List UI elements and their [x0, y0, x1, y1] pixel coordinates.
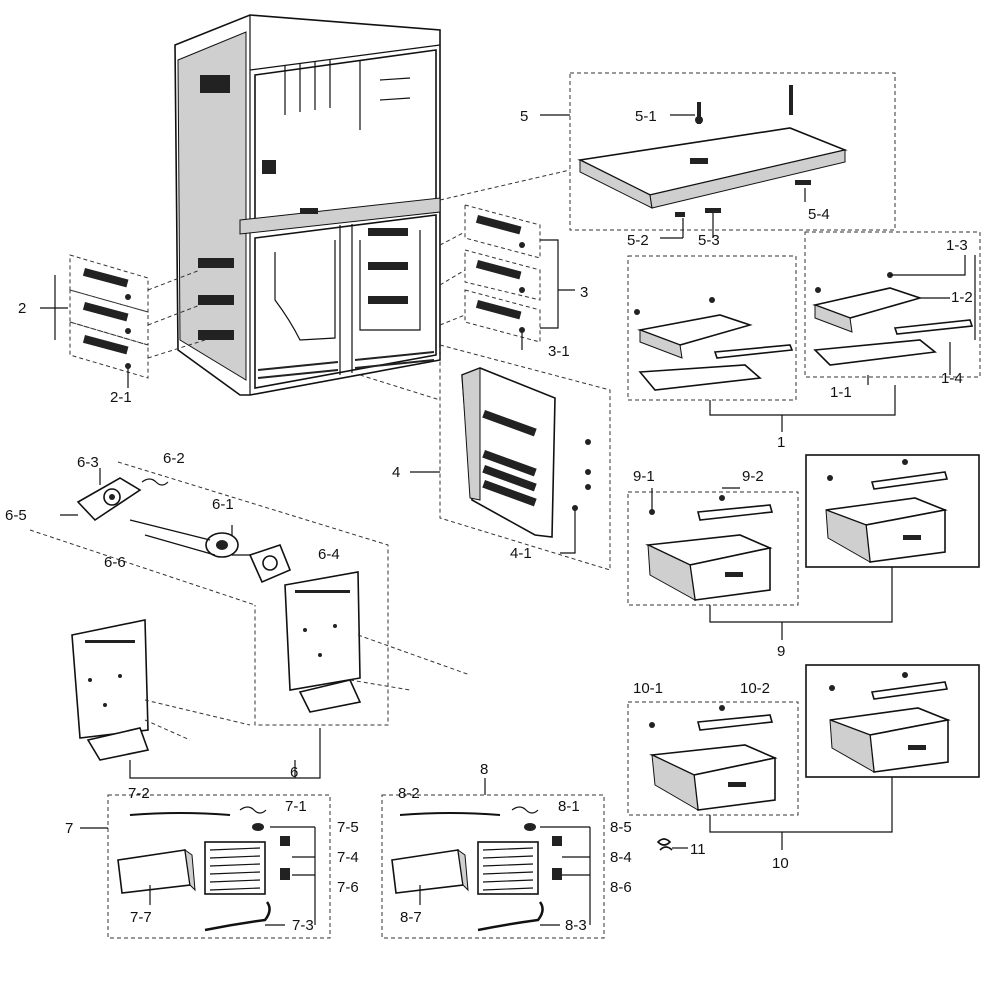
label-6-6: 6-6	[104, 554, 126, 571]
label-9: 9	[777, 643, 785, 660]
label-8-6: 8-6	[610, 879, 632, 896]
label-9-2: 9-2	[742, 468, 764, 485]
rail-group-2	[40, 254, 206, 388]
label-3: 3	[580, 284, 588, 301]
label-9-1: 9-1	[633, 468, 655, 485]
label-6-4: 6-4	[318, 546, 340, 563]
label-7-1: 7-1	[285, 798, 307, 815]
label-5-2: 5-2	[627, 232, 649, 249]
label-10: 10	[772, 855, 789, 872]
label-7-6: 7-6	[337, 879, 359, 896]
shelf-assembly-1	[627, 231, 981, 432]
label-7-7: 7-7	[130, 909, 152, 926]
label-5-4: 5-4	[808, 206, 830, 223]
cooling-kit-7	[80, 794, 331, 939]
label-7-4: 7-4	[337, 849, 359, 866]
label-1-2: 1-2	[951, 289, 973, 306]
label-7-3: 7-3	[292, 917, 314, 934]
label-1-3: 1-3	[946, 237, 968, 254]
label-8-5: 8-5	[610, 819, 632, 836]
label-7-2: 7-2	[128, 785, 150, 802]
label-8-7: 8-7	[400, 909, 422, 926]
label-10-2: 10-2	[740, 680, 770, 697]
label-1-1: 1-1	[830, 384, 852, 401]
label-6-5: 6-5	[5, 507, 27, 524]
cooling-kit-8	[381, 778, 605, 939]
label-5-3: 5-3	[698, 232, 720, 249]
label-6-3: 6-3	[77, 454, 99, 471]
label-10-1: 10-1	[633, 680, 663, 697]
label-8-4: 8-4	[610, 849, 632, 866]
label-11: 11	[690, 841, 706, 858]
label-6: 6	[290, 764, 298, 781]
label-4: 4	[392, 464, 400, 481]
door-panel-assembly-4	[359, 344, 611, 571]
label-2: 2	[18, 300, 26, 317]
label-8: 8	[480, 761, 488, 778]
label-1: 1	[777, 434, 785, 451]
drawer-assembly-10	[627, 664, 980, 851]
label-2-1: 2-1	[110, 389, 132, 406]
label-3-1: 3-1	[548, 343, 570, 360]
label-8-2: 8-2	[398, 785, 420, 802]
label-7-5: 7-5	[337, 819, 359, 836]
label-6-2: 6-2	[163, 450, 185, 467]
drawer-assembly-9	[627, 454, 980, 640]
label-4-1: 4-1	[510, 545, 532, 562]
evaporator-assembly-6	[29, 461, 471, 779]
label-8-1: 8-1	[558, 798, 580, 815]
top-cover-assembly-5	[439, 72, 896, 239]
refrigerator-cabinet	[174, 14, 441, 396]
label-6-1: 6-1	[212, 496, 234, 513]
rail-group-3	[439, 204, 575, 350]
callout-labels: 5 5-1 5-2 5-3 5-4 1-3 1-2 1-1 1-4 1 2 2-…	[5, 108, 973, 934]
label-7: 7	[65, 820, 73, 837]
label-5-1: 5-1	[635, 108, 657, 125]
label-5: 5	[520, 108, 528, 125]
label-1-4: 1-4	[941, 370, 963, 387]
label-8-3: 8-3	[565, 917, 587, 934]
